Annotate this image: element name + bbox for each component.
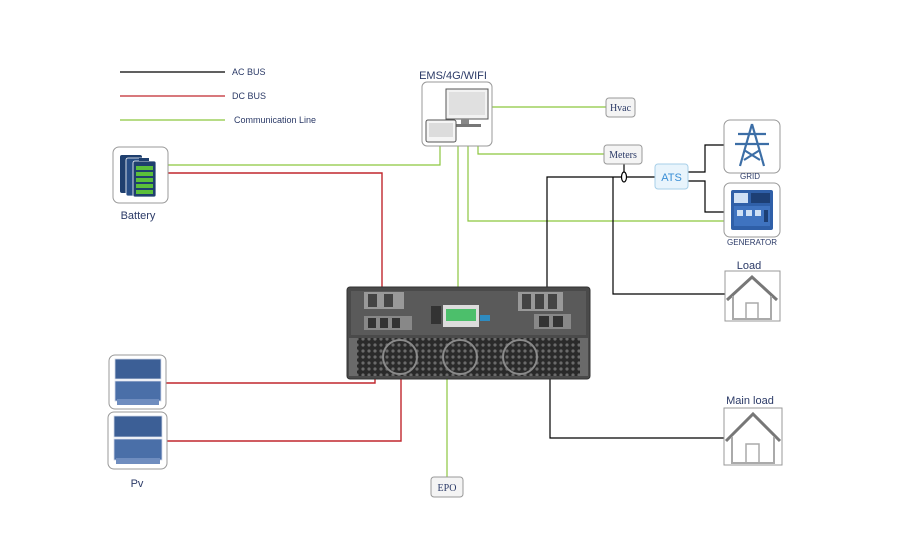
comm-line-ems-generator	[467, 146, 725, 222]
generator-panel-icon	[731, 190, 773, 230]
main-load-node: Main load	[723, 395, 783, 466]
dc-line-battery	[168, 172, 383, 292]
epo-label: EPO	[438, 483, 457, 494]
generator-label: GENERATOR	[727, 238, 777, 247]
hvac-label: Hvac	[610, 103, 632, 114]
main-load-frame	[723, 407, 783, 466]
meters-label: Meters	[609, 150, 637, 161]
comm-line-ems-battery	[168, 146, 441, 166]
pv-node: Pv	[107, 354, 168, 490]
dc-line-pv-1	[166, 330, 376, 384]
ac-line-ats-generator	[688, 180, 725, 213]
legend-dc-label: DC BUS	[232, 91, 266, 101]
grid-node: GRID	[723, 119, 781, 181]
power-pylon-icon	[735, 123, 769, 167]
house-icon	[724, 411, 782, 464]
load-label: Load	[737, 260, 761, 272]
solar-panel-icon	[108, 354, 167, 410]
epo-node: EPO	[430, 476, 464, 498]
epo-box	[430, 476, 464, 498]
comm-lines	[168, 106, 725, 478]
meters-node: Meters	[603, 144, 643, 165]
battery-node: Battery	[112, 146, 169, 222]
legend: AC BUS DC BUS Communication Line	[120, 67, 316, 125]
meters-box	[603, 144, 643, 165]
battery-label: Battery	[121, 210, 156, 222]
solar-panel-icon	[107, 411, 168, 470]
ems-label: EMS/4G/WIFI	[419, 70, 487, 82]
ats-node: ATS	[654, 163, 689, 190]
legend-ac-label: AC BUS	[232, 67, 266, 77]
generator-node: GENERATOR	[723, 182, 781, 247]
comm-line-ems-meters	[477, 146, 605, 155]
hvac-box	[605, 97, 636, 118]
ac-line-load	[612, 177, 725, 295]
grid-label: GRID	[740, 172, 760, 181]
ats-label: ATS	[661, 172, 682, 184]
battery-pack-icon	[120, 155, 157, 198]
ems-node: EMS/4G/WIFI	[419, 70, 493, 147]
hybrid-inverter-rack-icon	[346, 286, 591, 380]
pv-label: Pv	[131, 478, 144, 490]
ats-box	[654, 163, 689, 190]
main-load-label: Main load	[726, 395, 774, 407]
current-transformer-icon	[620, 171, 628, 183]
ac-line-ats-grid	[688, 144, 725, 173]
house-icon	[725, 274, 779, 320]
legend-comm-label: Communication Line	[234, 115, 316, 125]
computer-terminal-icon	[425, 88, 489, 143]
hvac-node: Hvac	[605, 97, 636, 118]
ac-line-inverter-ats	[546, 176, 657, 290]
load-node: Load	[724, 260, 781, 322]
ac-lines	[546, 144, 725, 439]
